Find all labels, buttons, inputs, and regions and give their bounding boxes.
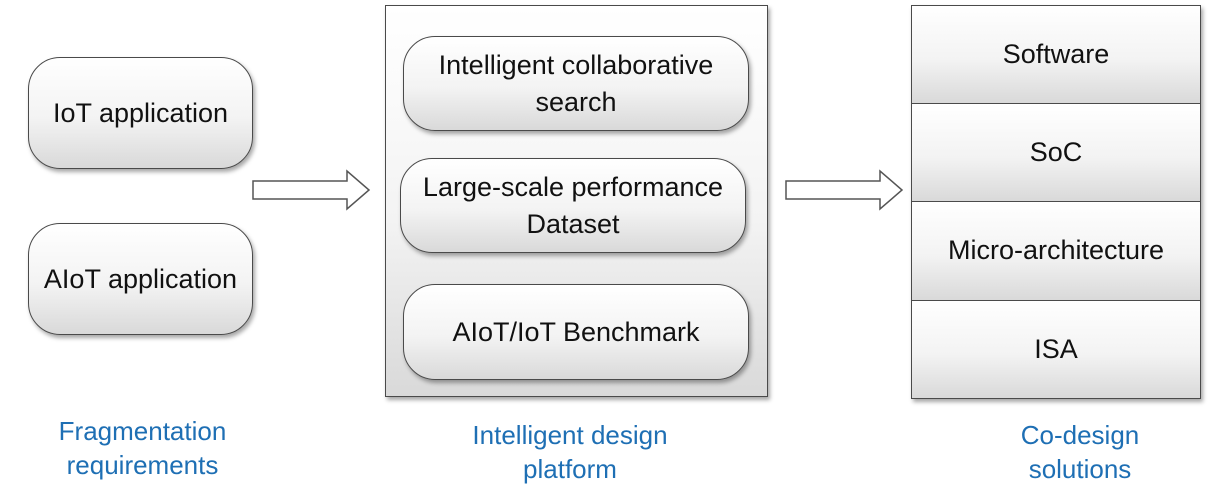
caption-line: Fragmentation [58, 416, 227, 446]
box-line: search [535, 86, 617, 117]
caption-line: Intelligent design [472, 420, 668, 450]
co-design-stack: Software SoC Micro-architecture ISA [911, 5, 1201, 399]
layer-label: Software [1002, 38, 1110, 69]
caption-line: Co-design [1020, 420, 1140, 450]
co-design-solutions-caption: Co-design solutions [960, 418, 1200, 486]
benchmark-box: AIoT/IoT Benchmark [403, 284, 749, 380]
aiot-application-box: AIoT application [28, 223, 253, 335]
layer-label: ISA [1034, 333, 1078, 364]
soc-layer: SoC [911, 103, 1201, 202]
caption-line: platform [523, 454, 617, 484]
aiot-application-label: AIoT application [43, 263, 238, 294]
fragmentation-requirements-caption: Fragmentation requirements [20, 414, 265, 482]
layer-label: SoC [1029, 136, 1083, 167]
box-line: Large-scale performance [422, 171, 724, 202]
iot-application-label: IoT application [52, 97, 229, 128]
intelligent-design-platform-caption: Intelligent design platform [440, 418, 700, 486]
isa-layer: ISA [911, 300, 1201, 399]
right-arrow-icon [252, 169, 371, 211]
right-arrow-icon [785, 169, 904, 211]
layer-label: Micro-architecture [947, 235, 1165, 266]
micro-architecture-layer: Micro-architecture [911, 202, 1201, 301]
caption-line: solutions [1028, 454, 1132, 484]
collaborative-search-box: Intelligent collaborative search [403, 36, 749, 131]
box-line: Dataset [526, 208, 620, 239]
box-line: Intelligent collaborative [438, 49, 714, 80]
performance-dataset-box: Large-scale performance Dataset [400, 158, 746, 253]
iot-application-box: IoT application [28, 57, 253, 169]
software-layer: Software [911, 5, 1201, 104]
box-line: AIoT/IoT Benchmark [452, 316, 700, 347]
caption-line: requirements [66, 450, 219, 480]
